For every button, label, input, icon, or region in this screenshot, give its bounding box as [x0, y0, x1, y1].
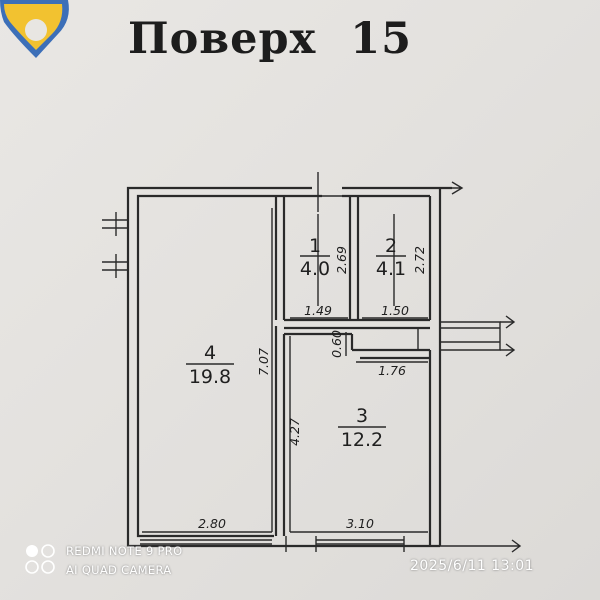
camera-mode: AI QUAD CAMERA: [66, 563, 172, 577]
room-3-area: 12.2: [341, 429, 383, 451]
dimension-2-69: 2.69: [334, 246, 349, 274]
dimension-1-49: 1.49: [304, 303, 332, 318]
room-4-number: 4: [204, 342, 216, 364]
bottom-windows: [140, 536, 405, 552]
room-1-number: 1: [309, 235, 321, 257]
dimension-lines: [142, 208, 428, 533]
room-1-area: 4.0: [300, 258, 330, 280]
room-4-area: 19.8: [189, 366, 231, 388]
dimension-0-60: 0.60: [329, 330, 344, 358]
floor-title-word: Поверх: [128, 14, 317, 64]
photo-timestamp: 2025/6/11 13:01: [410, 558, 535, 574]
floor-title: Поверх 15: [128, 14, 412, 64]
camera-model: REDMI NOTE 9 PRO: [66, 544, 183, 558]
room-3-number: 3: [356, 405, 368, 427]
dimension-2-80: 2.80: [198, 516, 226, 531]
floor-title-number: 15: [350, 14, 413, 64]
dimension-2-72: 2.72: [412, 246, 427, 274]
right-exits: [440, 181, 522, 553]
dimension-1-76: 1.76: [378, 363, 406, 378]
dimension-1-50: 1.50: [381, 303, 409, 318]
room-label-bars: [186, 255, 406, 428]
shield-logo-icon: [0, 0, 69, 58]
room-2-number: 2: [385, 235, 397, 257]
dimension-4-27: 4.27: [287, 418, 302, 446]
camera-watermark: REDMI NOTE 9 PRO AI QUAD CAMERA: [66, 542, 182, 580]
inner-walls: [274, 196, 430, 536]
entrance-door: [317, 172, 342, 212]
dimension-3-10: 3.10: [346, 516, 374, 531]
camera-lens-icon: [25, 544, 55, 574]
left-windows: [102, 212, 128, 278]
dimension-7-07: 7.07: [256, 348, 271, 376]
room-2-area: 4.1: [376, 258, 406, 280]
